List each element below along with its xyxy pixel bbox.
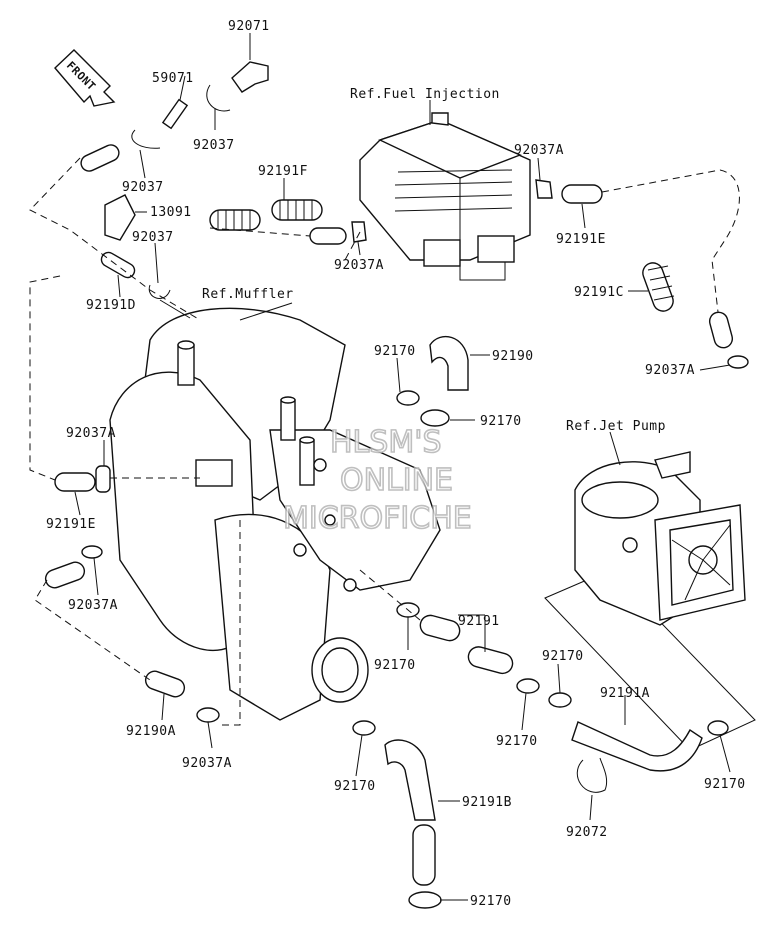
ecu-unit	[359, 112, 531, 281]
part-label: 92170	[470, 894, 512, 909]
jet-pump	[544, 451, 756, 751]
routing-dashed-lines	[29, 157, 740, 726]
part-label: 92037A	[514, 143, 564, 158]
part-label: 92071	[228, 19, 270, 34]
part-label: 92191E	[556, 232, 606, 247]
part-label: 92170	[334, 779, 376, 794]
part-label: 92191B	[462, 795, 512, 810]
part-label: 92170	[496, 734, 538, 749]
leader-lines	[74, 33, 731, 901]
part-label: 92170	[480, 414, 522, 429]
part-label: 92037A	[68, 598, 118, 613]
part-label: 92170	[374, 658, 416, 673]
part-label: 92191C	[574, 285, 624, 300]
ref-fuel-injection-label: Ref.Fuel Injection	[350, 87, 500, 102]
muffler-assembly	[109, 307, 441, 721]
part-label: 92191E	[46, 517, 96, 532]
part-label: 92170	[704, 777, 746, 792]
part-label: 92037	[122, 180, 164, 195]
part-label: 92191D	[86, 298, 136, 313]
part-label: 92170	[542, 649, 584, 664]
part-label: 92191A	[600, 686, 650, 701]
part-label: 92037A	[182, 756, 232, 771]
part-label: 92072	[566, 825, 608, 840]
part-label: 92191F	[258, 164, 308, 179]
part-label: 92037	[132, 230, 174, 245]
part-label: 92037	[193, 138, 235, 153]
ref-jet-pump-label: Ref.Jet Pump	[566, 419, 666, 434]
watermark-line: HLSM'S	[330, 425, 442, 460]
part-label: 59071	[152, 71, 194, 86]
part-label: 13091	[150, 205, 192, 220]
part-number-labels: 92071 59071 92037 92037 13091 92037 9219…	[46, 19, 746, 909]
watermark-line: MICROFICHE	[283, 501, 472, 536]
watermark: HLSM'S ONLINE MICROFICHE	[282, 424, 472, 537]
part-label: 92190A	[126, 724, 176, 739]
part-label: 92037A	[645, 363, 695, 378]
ref-muffler-label: Ref.Muffler	[202, 287, 294, 302]
front-arrow-icon: FRONT	[54, 49, 116, 107]
part-label: 92191	[458, 614, 500, 629]
part-label: 92037A	[66, 426, 116, 441]
part-label: 92190	[492, 349, 534, 364]
part-label: 92037A	[334, 258, 384, 273]
part-label: 92170	[374, 344, 416, 359]
watermark-line: ONLINE	[340, 463, 453, 498]
